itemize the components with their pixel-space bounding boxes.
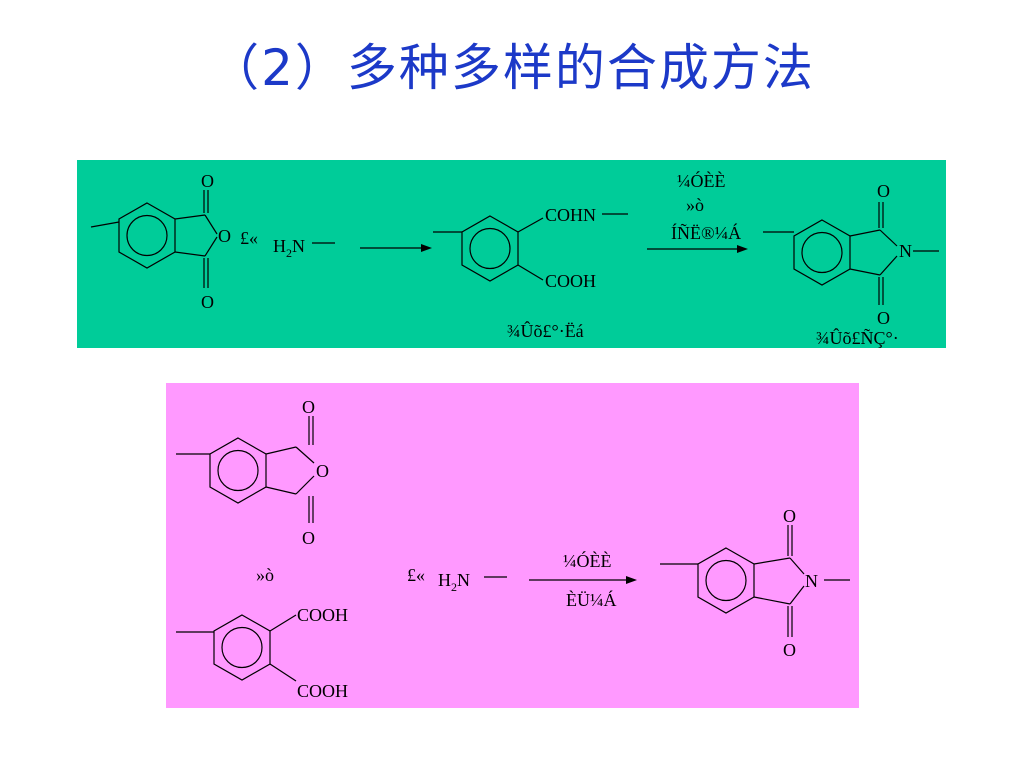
imide-product-structure [660, 525, 850, 637]
anhydride-o-bottom: O [201, 292, 214, 312]
condition-line-1: ¼ÓÈÈ [677, 170, 726, 191]
product-n: N [899, 241, 912, 261]
amic-acid-structure [433, 213, 628, 282]
phthalic-anhydride-structure [90, 190, 218, 288]
amine-reagent: H2N [438, 570, 470, 594]
condition-line-3: ÍÑË®¼Á [671, 222, 741, 243]
amine-reagent: H2N [273, 236, 305, 260]
panel-background [166, 383, 859, 708]
anhydride-o-bottom: O [302, 528, 315, 548]
product-o-top: O [877, 181, 890, 201]
product-caption: ¾Ûõ£ÑÇ°· [816, 327, 899, 348]
imide-product-structure [763, 202, 939, 305]
plus-sign: £« [240, 228, 258, 248]
acid-group-top: COOH [297, 605, 348, 625]
intermediate-caption: ¾Ûõ£°·Ëá [507, 320, 584, 341]
panel-background [77, 160, 946, 348]
plus-sign: £« [407, 565, 425, 585]
condition-line-2: »ò [686, 195, 704, 215]
or-label: »ò [256, 565, 274, 585]
condition-top: ¼ÓÈÈ [563, 550, 612, 571]
phthalic-anhydride-structure [176, 416, 315, 523]
acid-group-bottom: COOH [297, 681, 348, 701]
product-o-bottom: O [783, 640, 796, 660]
product-n: N [805, 571, 818, 591]
anhydride-o-top: O [201, 171, 214, 191]
intermediate-group-bottom: COOH [545, 271, 596, 291]
anhydride-o-top: O [302, 397, 315, 417]
page-title: （2）多种多样的合成方法 [209, 39, 815, 97]
condition-bottom: ÈÜ¼Á [566, 589, 617, 610]
product-o-top: O [783, 506, 796, 526]
reaction-scheme-top: O O O £« H2N COHN COOH ¾Ûõ£°·Ëá ¼ÓÈÈ »ò … [77, 160, 946, 348]
phthalic-acid-structure [176, 614, 297, 682]
anhydride-o-ring: O [218, 226, 231, 246]
product-o-bottom: O [877, 308, 890, 328]
reaction-scheme-bottom: O O O »ò COOH COOH £« H2N ¼ÓÈÈ ÈÜ¼Á O N … [166, 383, 859, 708]
intermediate-group-top: COHN [545, 205, 596, 225]
anhydride-o-ring: O [316, 461, 329, 481]
